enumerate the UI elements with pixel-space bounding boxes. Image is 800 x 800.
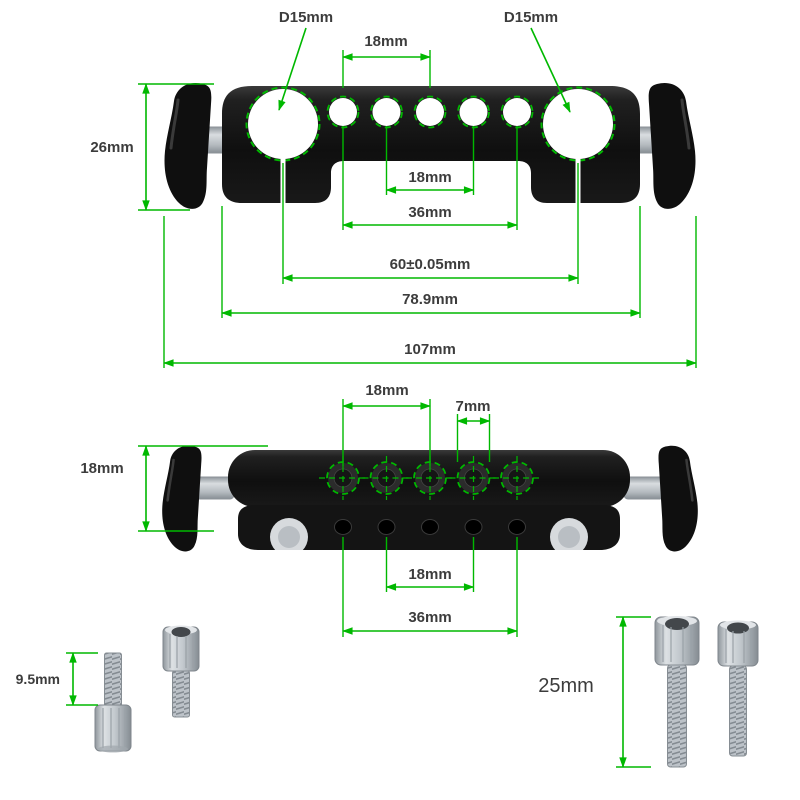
top-view-dimensions: 18mm 7mm 18mm 18mm bbox=[80, 382, 518, 637]
dim-lower-hole-spacing: 18mm bbox=[385, 537, 475, 592]
dim-hole-row-span: 36mm bbox=[342, 126, 518, 230]
screw-set-large: 25mm bbox=[538, 616, 759, 768]
dim-label-7: 7mm bbox=[455, 398, 490, 415]
dim-rod-center-distance: 60±0.05mm bbox=[282, 163, 579, 284]
dim-body-width: 78.9mm bbox=[221, 206, 641, 318]
dim-body-depth: 18mm bbox=[80, 445, 268, 532]
front-view: D15mm D15mm 18mm 26mm bbox=[90, 9, 697, 368]
dim-label-60: 60±0.05mm bbox=[390, 256, 471, 273]
dim-top-hole-spacing-tv: 18mm bbox=[342, 382, 431, 466]
dim-label-tv-18-bottom: 18mm bbox=[408, 566, 451, 583]
clamp-body-front bbox=[222, 86, 640, 203]
dim-label-107: 107mm bbox=[404, 341, 456, 358]
top-view: 18mm 7mm 18mm 18mm bbox=[80, 382, 700, 637]
dim-small-screw-thread-length: 9.5mm bbox=[16, 652, 98, 706]
dim-thread-diameter: 7mm bbox=[455, 398, 491, 462]
dim-top-hole-spacing: 18mm bbox=[342, 33, 431, 88]
dim-label-36: 36mm bbox=[408, 204, 451, 221]
threaded-holes-top bbox=[319, 456, 541, 500]
dim-large-screw-length: 25mm bbox=[538, 616, 651, 768]
dim-label-789: 78.9mm bbox=[402, 291, 458, 308]
dim-mid-hole-spacing: 18mm bbox=[385, 126, 475, 195]
dim-label-d15-left: D15mm bbox=[279, 9, 333, 26]
small-screw-head-down bbox=[94, 652, 132, 753]
large-screw-left bbox=[654, 616, 700, 768]
small-screw-head-up bbox=[162, 625, 200, 718]
dim-label-25: 25mm bbox=[538, 675, 594, 697]
dim-overall-width: 107mm bbox=[163, 216, 697, 368]
dim-label-d15-right: D15mm bbox=[504, 9, 558, 26]
large-screw-right bbox=[717, 620, 759, 757]
screw-set-small: 9.5mm bbox=[16, 625, 200, 753]
dim-label-95: 9.5mm bbox=[16, 671, 60, 687]
dim-label-mid-18: 18mm bbox=[408, 169, 451, 186]
right-clamp-bolt-top bbox=[623, 476, 665, 500]
dim-label-tv-18-top: 18mm bbox=[365, 382, 408, 399]
dim-label-top-18: 18mm bbox=[364, 33, 407, 50]
dim-clamp-height: 26mm bbox=[90, 83, 214, 211]
dim-label-tv-18-left: 18mm bbox=[80, 460, 123, 477]
front-view-dimensions: D15mm D15mm 18mm 26mm bbox=[90, 9, 697, 368]
dim-label-26: 26mm bbox=[90, 139, 133, 156]
dim-label-tv-36: 36mm bbox=[408, 609, 451, 626]
dim-lower-hole-span: 36mm bbox=[342, 537, 518, 637]
dim-d15-left: D15mm bbox=[278, 9, 333, 111]
rod-channels bbox=[270, 518, 588, 550]
dim-d15-right: D15mm bbox=[504, 9, 571, 113]
